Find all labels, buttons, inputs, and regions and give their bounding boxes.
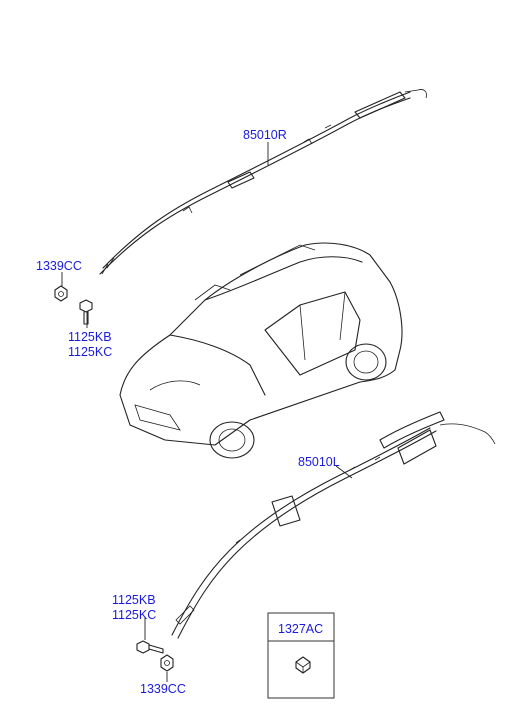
label-bolt-bottom-2: 1125KC	[112, 608, 156, 622]
label-curtain-airbag-right: 85010R	[243, 128, 287, 142]
curtain-airbag-right	[99, 89, 427, 275]
nut-bottom	[160, 654, 174, 672]
curtain-airbag-left	[171, 411, 496, 639]
bolt-bottom	[136, 640, 164, 654]
label-bolt-top-2: 1125KC	[68, 345, 112, 359]
nut-top	[54, 285, 68, 302]
label-bolt-top-1: 1125KB	[68, 330, 112, 344]
label-curtain-airbag-left: 85010L	[298, 455, 340, 469]
label-clip-box: 1327AC	[278, 622, 323, 636]
label-nut-bottom: 1339CC	[140, 682, 186, 696]
bolt-top	[79, 299, 93, 325]
clip-box	[267, 612, 335, 699]
vehicle-illustration	[119, 242, 403, 459]
label-bolt-bottom-1: 1125KB	[112, 593, 156, 607]
label-nut-top: 1339CC	[36, 259, 82, 273]
clip-icon	[295, 656, 311, 674]
leader-lines	[61, 142, 353, 682]
